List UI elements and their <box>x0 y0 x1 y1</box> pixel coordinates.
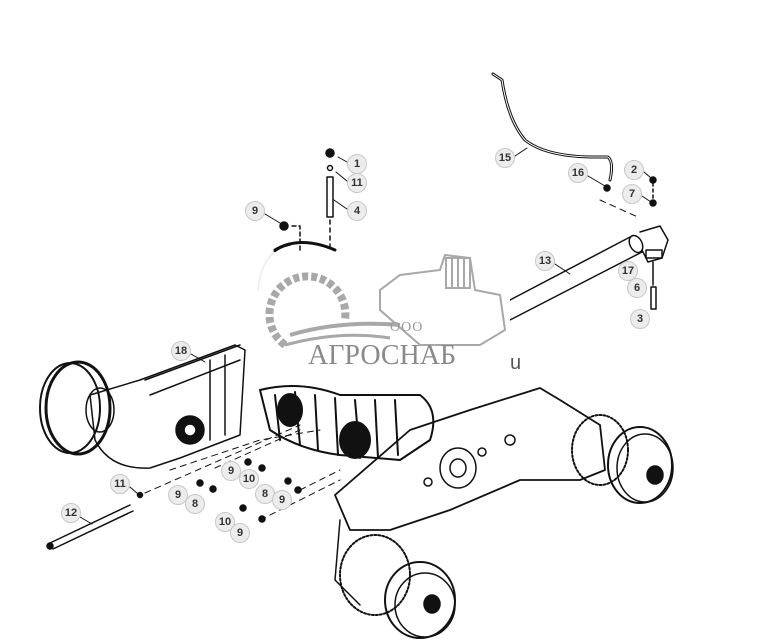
part-callout-7: 7 <box>622 184 642 204</box>
part-callout-8: 8 <box>255 484 275 504</box>
part-callout-18: 18 <box>171 341 191 361</box>
watermark-brand: АГРОСНАБ <box>308 340 457 371</box>
pin-part-12 <box>49 504 134 550</box>
part-callout-9: 9 <box>221 461 241 481</box>
part-callout-12: 12 <box>61 503 81 523</box>
part-callout-17: 17 <box>618 261 638 281</box>
part-callout-16: 16 <box>568 163 588 183</box>
part-callout-9: 9 <box>168 485 188 505</box>
part-callout-1: 1 <box>347 154 367 174</box>
watermark-prefix: ООО <box>390 320 424 335</box>
part-callout-9: 9 <box>230 523 250 543</box>
watermark-suffix: u <box>510 352 522 374</box>
part-callout-10: 10 <box>215 512 235 532</box>
part-callout-11: 11 <box>347 173 367 193</box>
right-hub-front <box>607 426 673 504</box>
part-callout-9: 9 <box>272 490 292 510</box>
part-callout-10: 10 <box>239 469 259 489</box>
part-callout-11: 11 <box>110 474 130 494</box>
part-callout-6: 6 <box>627 278 647 298</box>
part-callout-13: 13 <box>535 251 555 271</box>
part-callout-9: 9 <box>245 201 265 221</box>
left-arm-part-18 <box>89 344 246 469</box>
watermark-backdrop <box>248 252 510 382</box>
main-beam <box>334 387 606 531</box>
combine-harvester-icon <box>379 253 507 346</box>
part-callout-4: 4 <box>347 201 367 221</box>
part-callout-3: 3 <box>630 309 650 329</box>
part-callout-2: 2 <box>624 160 644 180</box>
part-callout-8: 8 <box>185 494 205 514</box>
part-callout-15: 15 <box>495 148 515 168</box>
gear-icon <box>265 272 350 349</box>
